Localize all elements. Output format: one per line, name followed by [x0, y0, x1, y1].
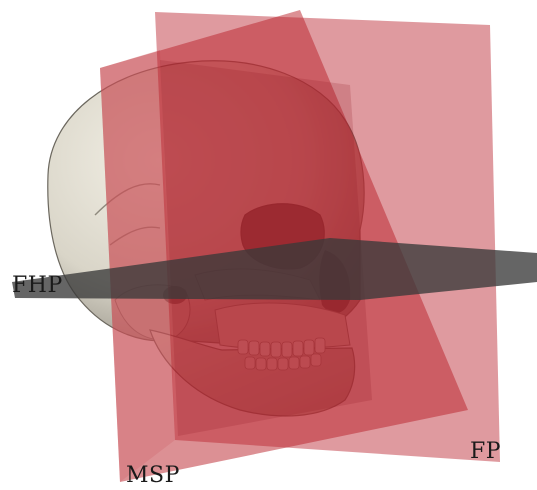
fhp-label: FHP: [12, 273, 63, 298]
msp-label: MSP: [126, 463, 180, 488]
fp-label: FP: [470, 439, 501, 464]
